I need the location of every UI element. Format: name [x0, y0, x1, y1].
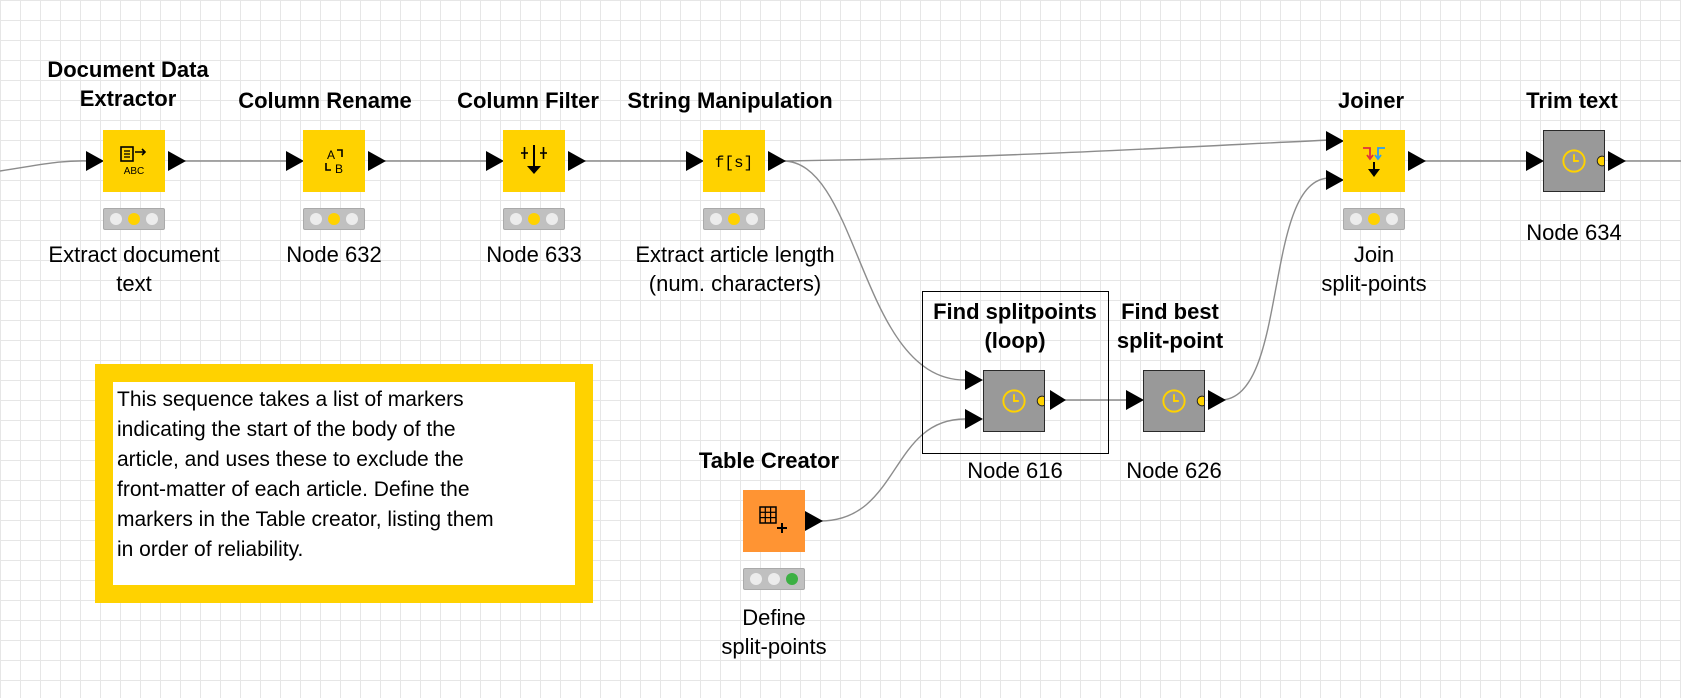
out-port[interactable]: [168, 151, 186, 171]
node-title-joiner: Joiner: [1337, 88, 1405, 113]
in-port[interactable]: [686, 151, 704, 171]
out-port[interactable]: [368, 151, 386, 171]
node-title-trim-text: Trim text: [1526, 88, 1618, 113]
node-column-filter[interactable]: [503, 130, 565, 192]
annotation-text: This sequence takes a list of markers in…: [117, 388, 494, 561]
node-label-trim-text[interactable]: Node 634: [1526, 220, 1622, 245]
connection-findbest-joiner[interactable]: [1219, 177, 1331, 401]
metanode-selection-box[interactable]: [922, 291, 1109, 454]
svg-text:f[s]: f[s]: [715, 154, 753, 172]
node-status-joiner: [1343, 208, 1405, 230]
clock-metanode-icon: [1002, 389, 1044, 413]
ports: [86, 131, 1626, 531]
metanode-find-splitpoints[interactable]: [983, 370, 1045, 432]
out-port[interactable]: [805, 511, 823, 531]
node-column-rename[interactable]: A B: [303, 130, 365, 192]
node-title-find-splitpoints: Find splitpoints(loop): [933, 299, 1097, 353]
node-status-doc-extractor: [103, 208, 165, 230]
in-port[interactable]: [1326, 131, 1344, 151]
node-label-find-best[interactable]: Node 626: [1126, 458, 1222, 483]
node-label-string-manip[interactable]: Extract article length(num. characters): [635, 242, 835, 296]
node-label-find-splitpoints[interactable]: Node 616: [967, 458, 1063, 483]
connection-stringmanip-loop[interactable]: [782, 160, 966, 381]
clock-metanode-icon: [1562, 149, 1604, 173]
node-status-table-creator: [743, 568, 805, 590]
table-create-icon: [759, 506, 787, 533]
node-label-column-rename[interactable]: Node 632: [286, 242, 382, 267]
metanode-trim-text[interactable]: [1543, 130, 1605, 192]
column-filter-icon: [521, 145, 547, 174]
in-port[interactable]: [1126, 390, 1144, 410]
node-status-column-rename: [303, 208, 365, 230]
in-port[interactable]: [965, 370, 983, 390]
node-doc-extractor[interactable]: ABC: [103, 130, 165, 192]
in-port[interactable]: [1526, 151, 1544, 171]
node-title-column-filter: Column Filter: [457, 88, 599, 113]
out-port[interactable]: [568, 151, 586, 171]
svg-text:A: A: [327, 148, 335, 162]
workflow-annotation[interactable]: This sequence takes a list of markers in…: [95, 364, 593, 603]
out-port[interactable]: [1408, 151, 1426, 171]
in-port[interactable]: [286, 151, 304, 171]
node-status-column-filter: [503, 208, 565, 230]
node-label-column-filter[interactable]: Node 633: [486, 242, 582, 267]
node-joiner[interactable]: [1343, 130, 1405, 192]
connection-stringmanip-joiner[interactable]: [782, 139, 1331, 162]
metanode-find-best[interactable]: [1143, 370, 1205, 432]
out-port[interactable]: [1608, 151, 1626, 171]
joiner-icon: [1363, 147, 1385, 177]
in-port[interactable]: [86, 151, 104, 171]
node-title-string-manip: String Manipulation: [627, 88, 833, 113]
string-manipulation-icon: f[s]: [715, 154, 753, 172]
node-table-creator[interactable]: [743, 490, 805, 552]
node-status-string-manip: [703, 208, 765, 230]
out-port[interactable]: [768, 151, 786, 171]
in-port[interactable]: [1326, 170, 1344, 190]
connection-tablecreator-loop[interactable]: [819, 418, 966, 522]
svg-text:ABC: ABC: [124, 166, 145, 177]
node-string-manip[interactable]: f[s]: [703, 130, 765, 192]
svg-text:B: B: [335, 162, 343, 176]
node-title-column-rename: Column Rename: [238, 88, 412, 113]
node-title-table-creator: Table Creator: [698, 448, 840, 473]
connection-incoming[interactable]: [0, 160, 91, 172]
out-port[interactable]: [1050, 390, 1066, 410]
in-port[interactable]: [486, 151, 504, 171]
in-port[interactable]: [965, 409, 983, 429]
clock-metanode-icon: [1162, 389, 1204, 413]
out-port[interactable]: [1208, 390, 1226, 410]
rename-columns-icon: A B: [325, 148, 343, 176]
document-extract-icon: ABC: [120, 146, 147, 177]
